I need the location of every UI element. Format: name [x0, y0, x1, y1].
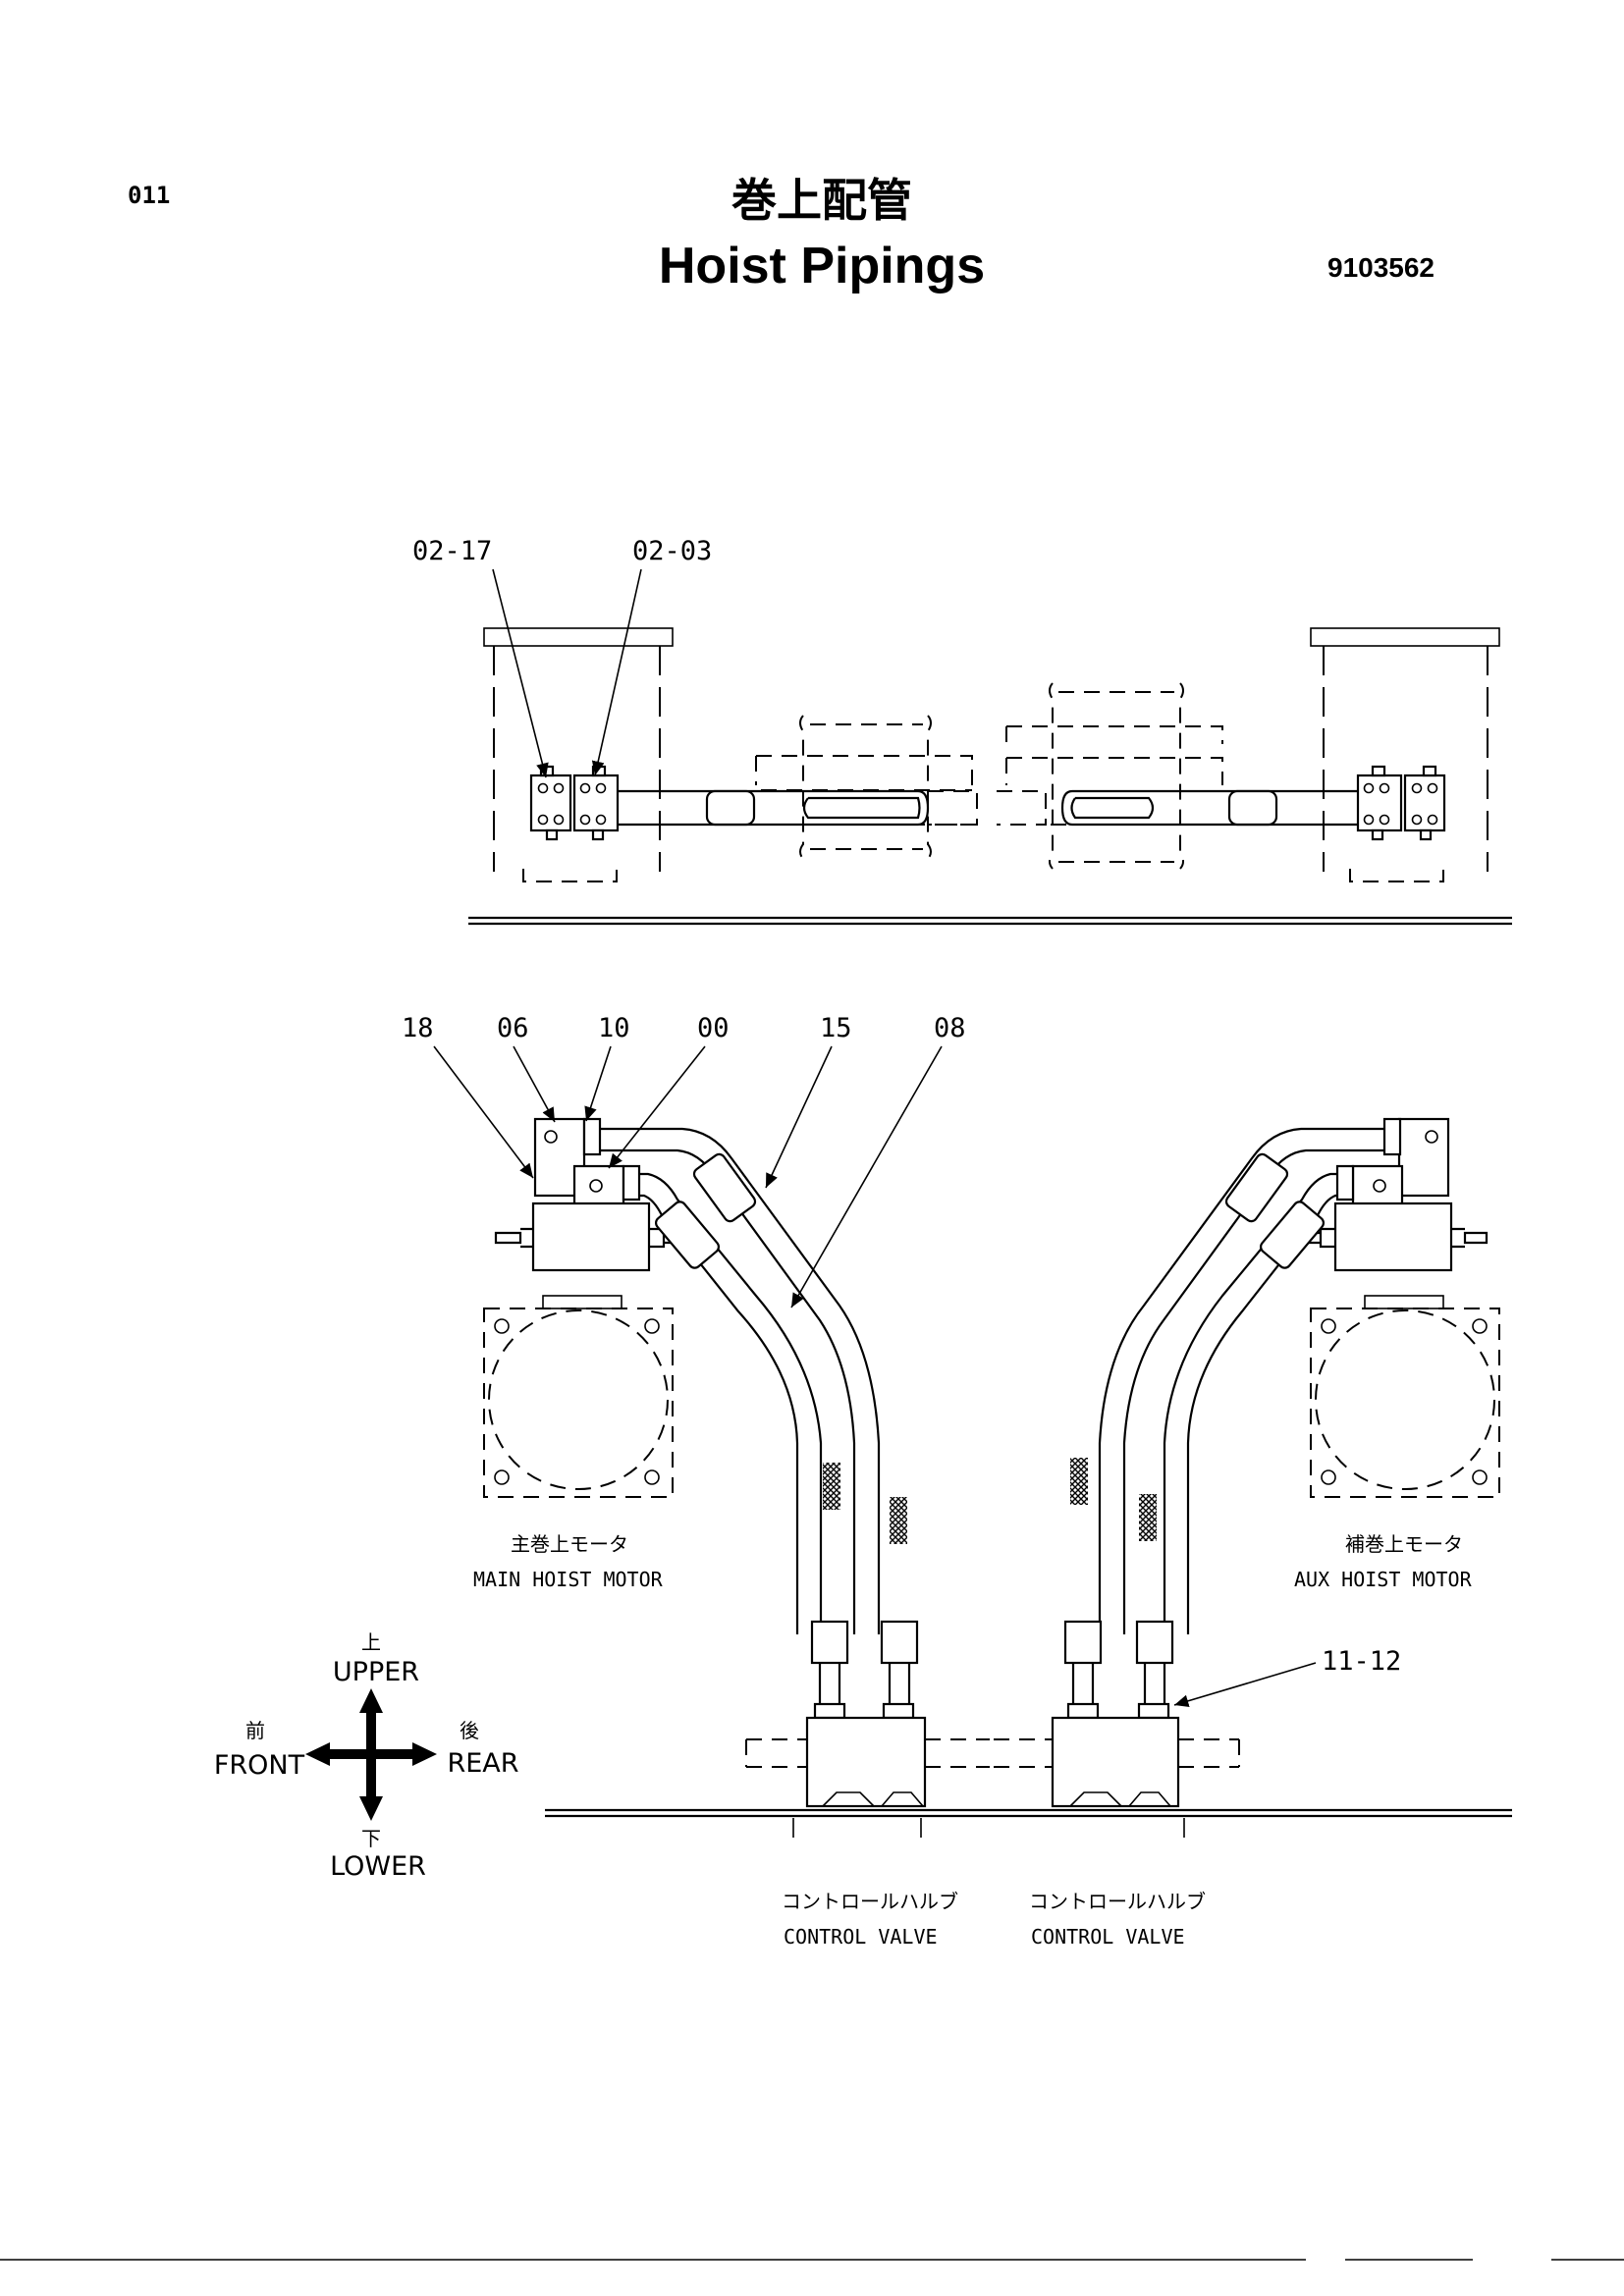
leader-02-03 [591, 568, 642, 776]
main-hoist-motor [483, 1295, 674, 1498]
leader-15 [765, 1045, 833, 1189]
direction-rear-jp: 後 [460, 1719, 479, 1742]
callout-11-12: 11-12 [1322, 1646, 1401, 1677]
direction-upper: UPPER [333, 1657, 419, 1687]
direction-rear: REAR [447, 1748, 518, 1779]
callout-18: 18 [402, 1013, 434, 1043]
direction-front-jp: 前 [245, 1719, 265, 1742]
leader-10 [584, 1045, 612, 1122]
leader-06 [513, 1045, 556, 1123]
callout-02-17: 02-17 [412, 536, 492, 566]
callout-08: 08 [934, 1013, 966, 1043]
control-valve-right-label: CONTROL VALVE [1031, 1925, 1185, 1949]
front-view-base-line [545, 1808, 1512, 1818]
control-valve-right [994, 1702, 1240, 1838]
control-valve-left-label-jp: コントロールハルブ [782, 1890, 958, 1913]
leader-18 [433, 1045, 534, 1179]
leader-08 [790, 1045, 943, 1308]
top-right-block [997, 682, 1223, 870]
title-japanese: 巻上配管 [731, 174, 912, 227]
callout-06: 06 [497, 1013, 529, 1043]
page-title: Hoist Pipings [659, 238, 985, 294]
top-left-hoses [618, 789, 930, 827]
page-number: 011 [128, 182, 170, 209]
leader-00 [608, 1045, 706, 1169]
main-hoist-hoses [600, 1127, 919, 1706]
direction-lower: LOWER [330, 1851, 426, 1882]
top-view: 02-17 02-03 [412, 536, 1512, 926]
leader-02-17 [492, 568, 549, 778]
top-view-base-line [468, 916, 1512, 926]
aux-hoist-hoses [1063, 1127, 1384, 1706]
callout-10: 10 [598, 1013, 630, 1043]
callout-15: 15 [820, 1013, 852, 1043]
callout-00: 00 [697, 1013, 730, 1043]
top-left-block [755, 715, 978, 860]
left-valve-assembly [494, 1117, 685, 1272]
aux-hoist-motor-label: AUX HOIST MOTOR [1294, 1568, 1473, 1591]
direction-upper-jp: 上 [361, 1630, 381, 1654]
top-left-motor-housing [483, 627, 674, 882]
direction-lower-jp: 下 [361, 1827, 381, 1850]
control-valve-right-label-jp: コントロールハルブ [1029, 1890, 1206, 1913]
front-view: 18 06 10 00 15 08 11-12 主巻上モータ MAIN HOIS… [402, 1013, 1512, 1949]
control-valve-left [745, 1702, 990, 1838]
top-right-hoses [1060, 789, 1370, 827]
drawing-number: 9103562 [1327, 252, 1435, 283]
direction-indicator: 上 UPPER 前 FRONT 後 REAR 下 LOWER [214, 1630, 519, 1882]
top-right-motor-housing [1310, 627, 1500, 882]
direction-front: FRONT [214, 1750, 305, 1781]
right-valve-assembly [1299, 1117, 1489, 1272]
main-hoist-motor-label-jp: 主巻上モータ [511, 1532, 628, 1556]
direction-arrows-icon [305, 1688, 437, 1821]
leader-11-12 [1173, 1662, 1317, 1708]
aux-hoist-motor [1310, 1295, 1500, 1498]
control-valve-left-label: CONTROL VALVE [784, 1925, 938, 1949]
callout-02-03: 02-03 [632, 536, 712, 566]
aux-hoist-motor-label-jp: 補巻上モータ [1345, 1532, 1463, 1556]
main-hoist-motor-label: MAIN HOIST MOTOR [473, 1568, 664, 1591]
